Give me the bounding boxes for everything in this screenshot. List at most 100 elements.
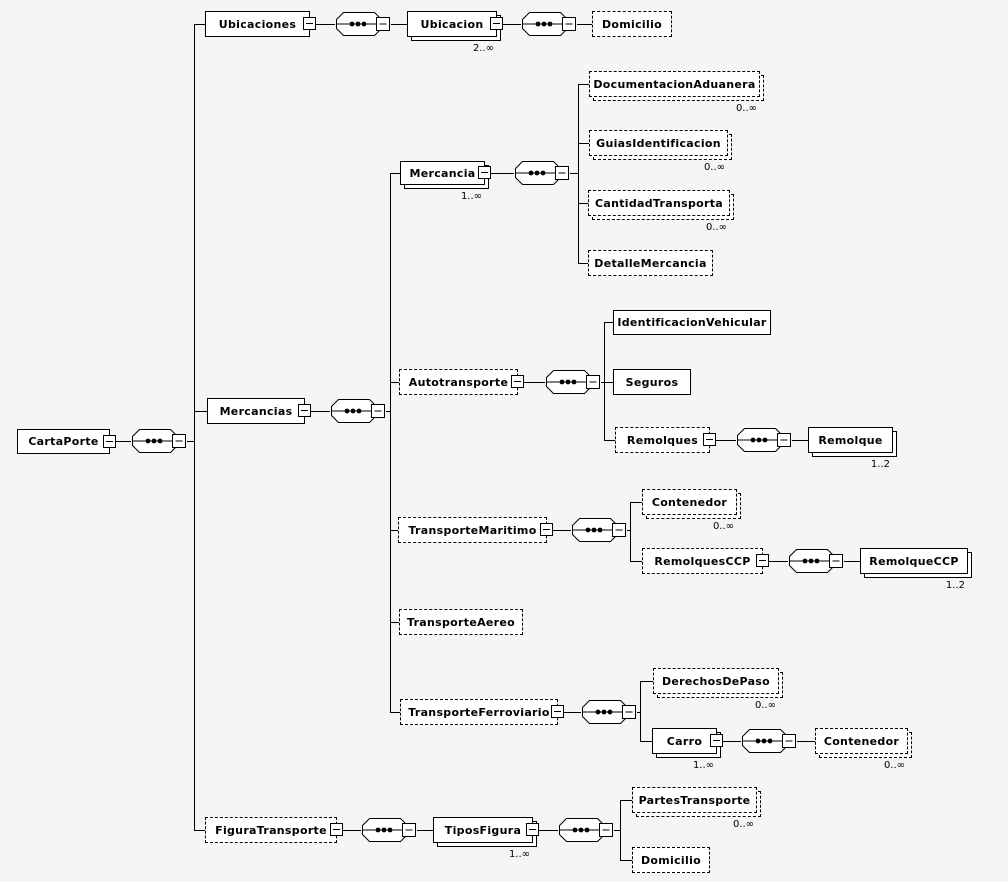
connector: [316, 24, 335, 25]
element-autotransporte[interactable]: Autotransporte: [399, 369, 524, 395]
element-transporteferroviario[interactable]: TransporteFerroviario: [400, 699, 564, 725]
connector: [570, 173, 579, 174]
occurrence-label: 2..∞: [472, 43, 494, 54]
connector: [578, 84, 589, 85]
element-carro[interactable]: Carro 1..∞: [652, 728, 723, 771]
connector: [577, 24, 592, 25]
element-contenedor-ferroviario[interactable]: Contenedor 0..∞: [815, 728, 908, 771]
element-label: DocumentacionAduanera: [593, 77, 756, 91]
element-seguros[interactable]: Seguros: [613, 369, 691, 395]
element-derechosdepaso[interactable]: DerechosDePaso 0..∞: [653, 668, 779, 711]
element-transporteaereo[interactable]: TransporteAereo: [399, 609, 523, 635]
collapse-icon[interactable]: [478, 166, 491, 179]
element-label: TiposFigura: [444, 823, 522, 837]
collapse-icon[interactable]: [551, 705, 564, 718]
element-label: CantidadTransporta: [595, 196, 723, 210]
connector: [390, 173, 391, 713]
sequence-icon[interactable]: [788, 548, 844, 574]
collapse-icon[interactable]: [756, 554, 769, 567]
connector: [620, 860, 632, 861]
connector: [604, 382, 613, 383]
element-documentacionaduanera[interactable]: DocumentacionAduanera 0..∞: [589, 71, 760, 114]
occurrence-label: 0..∞: [705, 222, 727, 233]
connector: [604, 322, 605, 441]
sequence-icon[interactable]: [131, 428, 187, 454]
element-label: CartaPorte: [28, 435, 99, 448]
occurrence-label: 1..∞: [692, 760, 714, 771]
element-label: DetalleMercancia: [594, 256, 707, 270]
element-label: TransporteAereo: [406, 615, 515, 629]
element-transportemaritimo[interactable]: TransporteMaritimo: [398, 517, 553, 543]
sequence-icon[interactable]: [736, 427, 792, 453]
sequence-icon[interactable]: [361, 817, 417, 843]
element-remolqueccp[interactable]: RemolqueCCP 1..2: [860, 548, 968, 591]
collapse-icon[interactable]: [103, 434, 116, 448]
collapse-icon[interactable]: [710, 734, 723, 747]
element-label: Contenedor: [823, 734, 900, 748]
element-figuratransporte[interactable]: FiguraTransporte: [205, 817, 343, 843]
sequence-icon[interactable]: [571, 517, 627, 543]
element-domicilio[interactable]: Domicilio: [592, 11, 672, 37]
element-label: Autotransporte: [408, 375, 509, 389]
connector: [716, 440, 736, 441]
sequence-icon[interactable]: [741, 728, 797, 754]
connector: [844, 561, 860, 562]
element-mercancia[interactable]: Mercancia 1..∞: [400, 161, 491, 202]
element-remolque[interactable]: Remolque 1..2: [808, 427, 893, 470]
element-contenedor-maritimo[interactable]: Contenedor 0..∞: [642, 489, 737, 532]
element-ubicacion[interactable]: Ubicacion 2..∞: [407, 11, 503, 54]
connector: [390, 712, 400, 713]
sequence-icon[interactable]: [514, 160, 570, 186]
collapse-icon[interactable]: [526, 823, 539, 836]
element-label: Mercancias: [219, 404, 293, 418]
element-mercancias[interactable]: Mercancias: [207, 398, 311, 424]
connector: [390, 530, 398, 531]
element-cartaporte[interactable]: CartaPorte: [17, 429, 116, 454]
sequence-icon[interactable]: [335, 11, 391, 37]
connector: [604, 322, 613, 323]
element-label: Remolque: [818, 433, 883, 447]
element-remolques[interactable]: Remolques: [615, 427, 716, 453]
connector: [578, 203, 588, 204]
occurrence-label: 1..2: [945, 580, 965, 591]
sequence-icon[interactable]: [330, 398, 386, 424]
connector: [792, 440, 808, 441]
connector: [614, 830, 621, 831]
element-remolquesccp[interactable]: RemolquesCCP: [642, 548, 769, 574]
element-label: TransporteFerroviario: [408, 705, 550, 719]
element-label: Mercancia: [409, 166, 476, 180]
connector: [640, 681, 653, 682]
occurrence-label: 1..∞: [508, 849, 530, 860]
element-partestransporte[interactable]: PartesTransporte 0..∞: [632, 787, 757, 830]
connector: [503, 24, 521, 25]
sequence-icon[interactable]: [521, 11, 577, 37]
collapse-icon[interactable]: [511, 375, 524, 388]
sequence-icon[interactable]: [545, 369, 601, 395]
connector: [194, 24, 195, 831]
occurrence-label: 0..∞: [735, 103, 757, 114]
element-domicilio-figura[interactable]: Domicilio: [632, 847, 710, 873]
connector: [187, 441, 195, 442]
connector: [194, 830, 205, 831]
collapse-icon[interactable]: [330, 823, 343, 836]
occurrence-label: 1..2: [870, 459, 890, 470]
collapse-icon[interactable]: [303, 17, 316, 30]
element-detallemercancia[interactable]: DetalleMercancia: [588, 250, 713, 276]
element-ubicaciones[interactable]: Ubicaciones: [205, 11, 316, 37]
collapse-icon[interactable]: [490, 17, 503, 30]
connector: [723, 741, 741, 742]
element-label: RemolquesCCP: [654, 554, 751, 568]
connector: [194, 411, 207, 412]
collapse-icon[interactable]: [703, 433, 716, 446]
element-guiasidentificacion[interactable]: GuiasIdentificacion 0..∞: [589, 130, 728, 173]
collapse-icon[interactable]: [540, 523, 553, 536]
element-label: Contenedor: [651, 495, 728, 509]
element-label: RemolqueCCP: [869, 554, 959, 568]
sequence-icon[interactable]: [581, 699, 637, 725]
element-cantidadtransporta[interactable]: CantidadTransporta 0..∞: [588, 190, 730, 233]
element-identificacionvehicular[interactable]: IdentificacionVehicular: [613, 310, 771, 335]
collapse-icon[interactable]: [298, 404, 311, 417]
sequence-icon[interactable]: [558, 817, 614, 843]
element-tiposfigura[interactable]: TiposFigura 1..∞: [433, 817, 539, 860]
